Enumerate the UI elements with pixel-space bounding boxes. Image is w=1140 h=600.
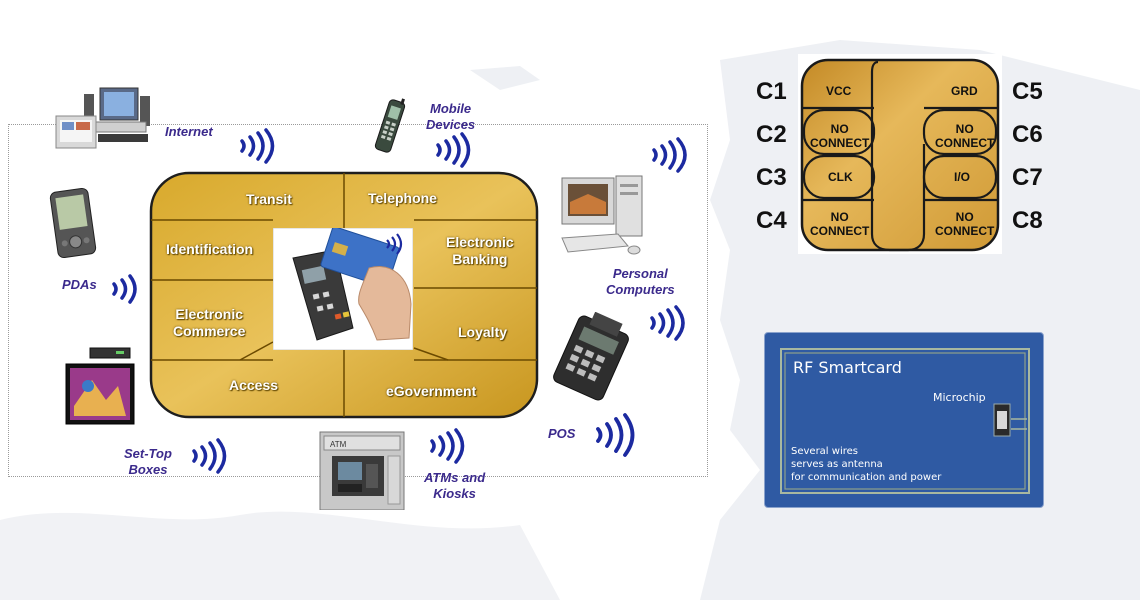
contact-io: I/O <box>954 170 971 184</box>
wireless-wave-icon <box>112 274 137 304</box>
contact-c4-line2: CONNECT <box>810 224 870 238</box>
label-settop-line1: Set-Top <box>124 446 172 461</box>
pin-c7-label: C7 <box>1012 164 1043 191</box>
pin-c8-label: C8 <box>1012 207 1043 234</box>
segment-banking-line2: Banking <box>452 251 508 267</box>
segment-commerce-line1: Electronic <box>175 306 244 322</box>
set-top-box-icon <box>65 347 135 425</box>
personal-computer-icon <box>561 175 643 255</box>
desktop-computer-icon <box>55 87 150 149</box>
rf-desc-line2: serves as antenna <box>791 459 883 470</box>
label-personal-computers: Personal Computers <box>606 266 675 298</box>
contact-c8-line1: NO <box>955 210 974 224</box>
wireless-wave-icon <box>652 137 687 173</box>
label-set-top-boxes: Set-Top Boxes <box>124 446 172 478</box>
contact-vcc: VCC <box>826 84 852 98</box>
pda-icon <box>49 187 97 259</box>
svg-text:ATM: ATM <box>330 440 347 449</box>
contact-c8-line2: CONNECT <box>935 224 995 238</box>
contact-c2-line1: NO <box>830 122 849 136</box>
wireless-wave-icon <box>650 305 685 341</box>
rf-desc-line1: Several wires <box>791 446 858 457</box>
segment-egovernment: eGovernment <box>386 383 477 399</box>
label-atms-line1: ATMs and <box>424 470 486 485</box>
wireless-wave-icon <box>596 413 635 457</box>
pos-terminal-icon <box>553 312 629 401</box>
label-atms-kiosks: ATMs and Kiosks <box>424 470 485 502</box>
rf-card-description: Several wires serves as antenna for comm… <box>791 445 941 484</box>
wireless-wave-icon <box>430 428 465 464</box>
label-mobile-line2: Devices <box>426 117 476 132</box>
contact-c6-no-connect: NO CONNECT <box>935 122 994 150</box>
microchip-icon <box>993 403 1011 437</box>
pin-c4-label: C4 <box>756 207 787 234</box>
pin-c1-label: C1 <box>756 78 787 105</box>
segment-commerce-line2: Commerce <box>173 323 246 339</box>
rf-card-title: RF Smartcard <box>793 358 902 377</box>
segment-access: Access <box>229 377 279 393</box>
contact-c8-no-connect: NO CONNECT <box>935 210 994 238</box>
label-mobile-devices: Mobile Devices <box>426 101 475 133</box>
card-terminal-photo <box>273 228 413 350</box>
smartcard-contact-pad <box>798 54 1002 254</box>
label-atms-line2: Kiosks <box>433 486 476 501</box>
contact-c4-line1: NO <box>830 210 849 224</box>
label-pdas: PDAs <box>62 277 97 292</box>
label-internet: Internet <box>165 124 213 139</box>
wireless-wave-icon <box>240 128 275 164</box>
mobile-phone-icon <box>374 98 406 153</box>
contact-c2-no-connect: NO CONNECT <box>810 122 869 150</box>
segment-electronic-banking: Electronic Banking <box>446 234 514 268</box>
microchip-label: Microchip <box>933 391 986 404</box>
wireless-wave-icon <box>436 132 471 168</box>
segment-transit: Transit <box>246 191 292 207</box>
pin-c3-label: C3 <box>756 164 787 191</box>
contact-clk: CLK <box>828 170 853 184</box>
segment-telephone: Telephone <box>368 190 437 206</box>
wireless-wave-icon <box>192 438 227 474</box>
segment-electronic-commerce: Electronic Commerce <box>173 306 245 340</box>
rf-smartcard: RF Smartcard Microchip Several wires ser… <box>764 332 1044 508</box>
label-personal-line2: Computers <box>606 282 675 297</box>
contact-c2-line2: CONNECT <box>810 136 870 150</box>
segment-identification: Identification <box>166 241 254 257</box>
contact-grd: GRD <box>951 84 978 98</box>
contact-c4-no-connect: NO CONNECT <box>810 210 869 238</box>
antenna-wire-loop <box>780 348 1030 494</box>
label-settop-line2: Boxes <box>128 462 168 477</box>
pin-c2-label: C2 <box>756 121 787 148</box>
pin-c6-label: C6 <box>1012 121 1043 148</box>
pin-c5-label: C5 <box>1012 78 1043 105</box>
label-pos: POS <box>548 426 576 441</box>
label-personal-line1: Personal <box>612 266 668 281</box>
segment-banking-line1: Electronic <box>446 234 514 250</box>
label-mobile-line1: Mobile <box>429 101 472 116</box>
atm-kiosk-icon: ATM <box>319 431 405 510</box>
segment-loyalty: Loyalty <box>458 324 508 340</box>
contact-c6-line1: NO <box>955 122 974 136</box>
contact-c6-line2: CONNECT <box>935 136 995 150</box>
rf-desc-line3: for communication and power <box>791 472 942 483</box>
